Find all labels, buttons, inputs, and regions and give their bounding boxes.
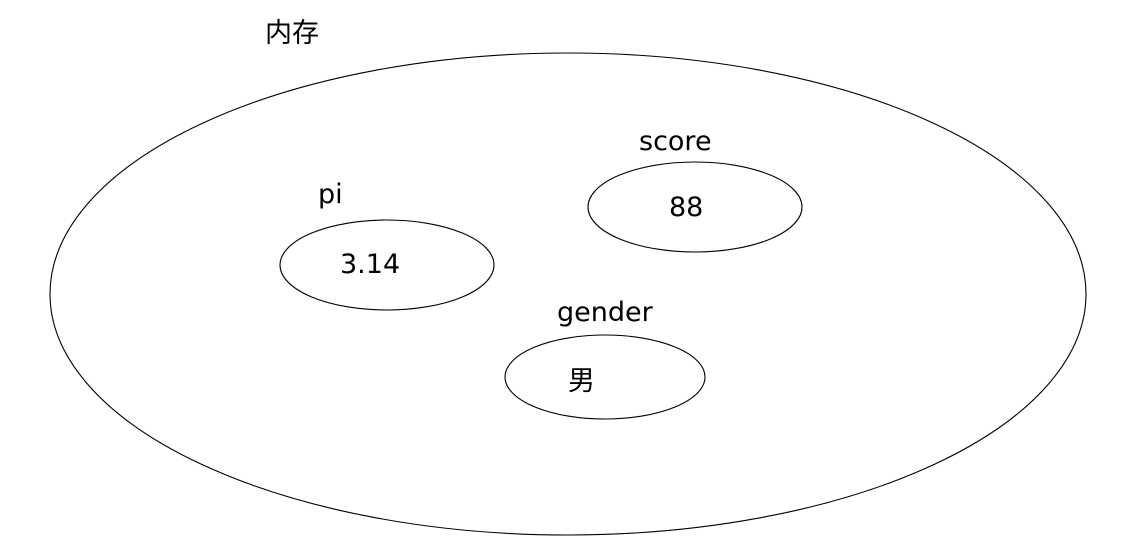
variable-ellipse-pi — [279, 219, 495, 311]
memory-container-label: 内存 — [265, 18, 319, 49]
variable-name-pi: pi — [318, 179, 343, 210]
memory-container-ellipse — [49, 52, 1087, 536]
variable-value-score: 88 — [669, 192, 704, 223]
variable-value-pi: 3.14 — [340, 249, 401, 280]
variable-name-gender: gender — [557, 297, 653, 328]
variable-ellipse-gender — [504, 334, 706, 420]
variable-value-gender: 男 — [568, 366, 595, 397]
variable-name-score: score — [639, 126, 712, 157]
variable-ellipse-score — [587, 161, 803, 253]
